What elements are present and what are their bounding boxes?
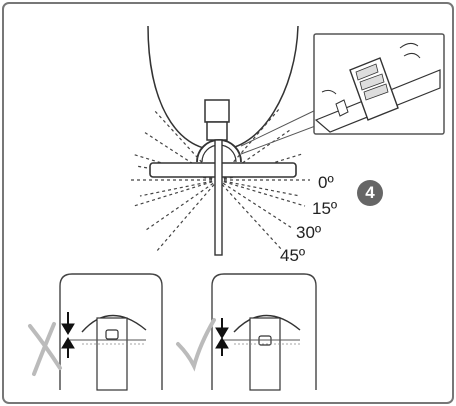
gap-arrows-left (61, 312, 75, 358)
needle-clamp-lower (206, 121, 228, 141)
cross-mark-icon (28, 322, 62, 376)
angle-label-15: 15º (312, 199, 338, 218)
foot-sole (149, 162, 297, 178)
correct-example-panel (211, 273, 317, 391)
angle-label-30: 30º (296, 223, 322, 242)
angle-label-45: 45º (280, 246, 306, 265)
step-number-badge: 4 (357, 180, 383, 206)
needle-clamp (204, 99, 230, 123)
incorrect-example-panel (59, 273, 163, 391)
gap-arrows-right (215, 318, 229, 356)
angle-label-0: 0º (318, 173, 334, 192)
check-mark-icon (176, 318, 216, 372)
inset-detail (313, 33, 445, 135)
needle-guide (214, 139, 223, 256)
